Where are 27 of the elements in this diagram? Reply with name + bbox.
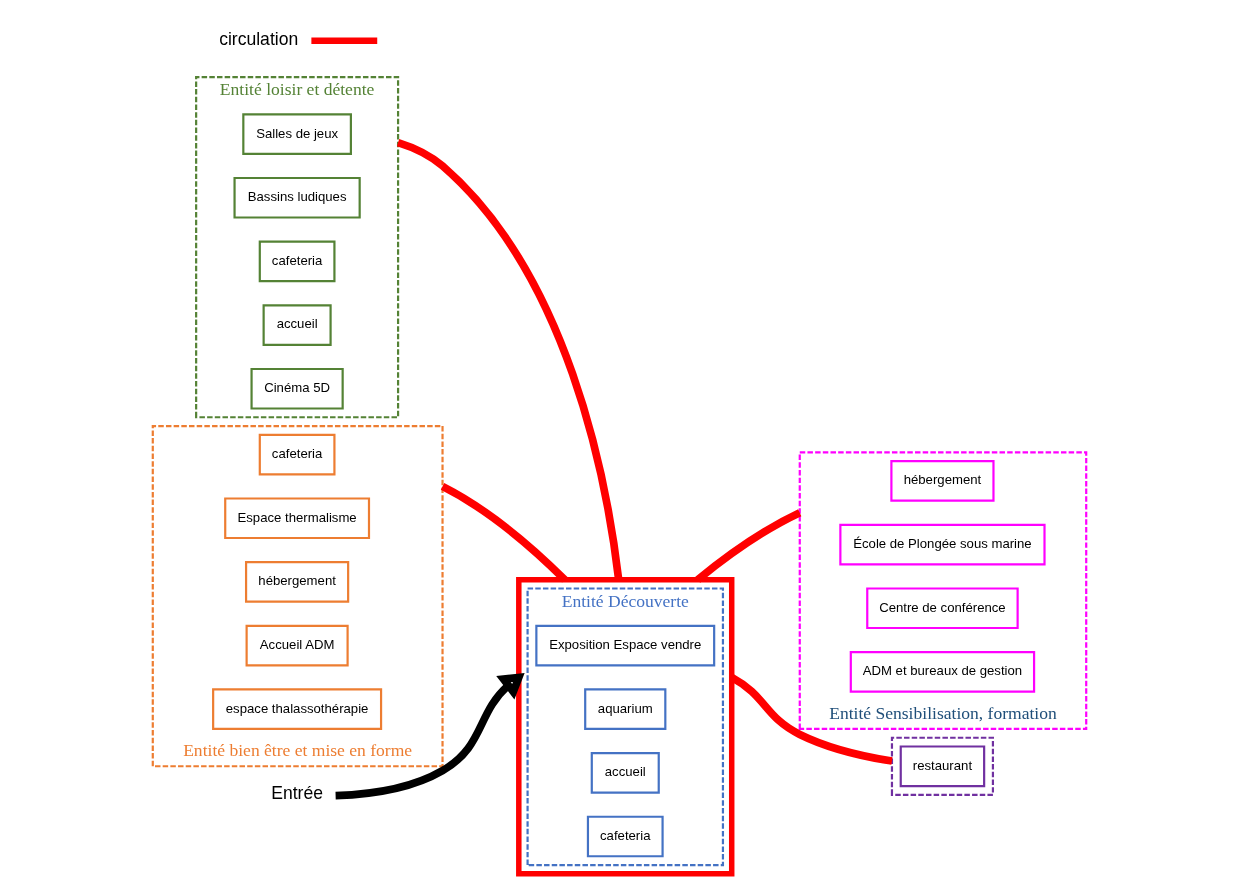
node-box: Bassins ludiques <box>232 176 361 219</box>
legend-label: circulation <box>218 28 298 49</box>
connector <box>440 482 567 582</box>
node-box: École de Plongée sous marine <box>838 523 1046 565</box>
node-box: espace thalassothérapie <box>211 687 382 730</box>
node-box: Exposition Espace vendre <box>534 624 715 666</box>
node-box: aquarium <box>583 687 666 730</box>
node-box: cafeteria <box>258 433 335 475</box>
node-box: Accueil ADM <box>245 624 349 666</box>
node-box: Salles de jeux <box>241 112 352 155</box>
node-box: ADM et bureaux de gestion <box>849 650 1035 693</box>
connector <box>694 508 801 583</box>
cluster <box>515 576 734 877</box>
node-box: Centre de conférence <box>865 586 1019 629</box>
node-box: cafeteria <box>258 240 335 282</box>
node-box: accueil <box>262 303 332 346</box>
node-box: Cinéma 5D <box>249 367 344 410</box>
node-box: hébergement <box>244 560 349 603</box>
node-box: hébergement <box>889 459 995 502</box>
node-box: accueil <box>590 751 660 794</box>
connector <box>396 138 622 580</box>
node-box: cafeteria <box>586 815 664 857</box>
cluster <box>890 736 994 796</box>
node-box: Espace thermalisme <box>223 496 370 539</box>
node-text: Entrée <box>270 782 323 803</box>
node-box: restaurant <box>899 744 985 787</box>
arrow <box>334 672 525 799</box>
